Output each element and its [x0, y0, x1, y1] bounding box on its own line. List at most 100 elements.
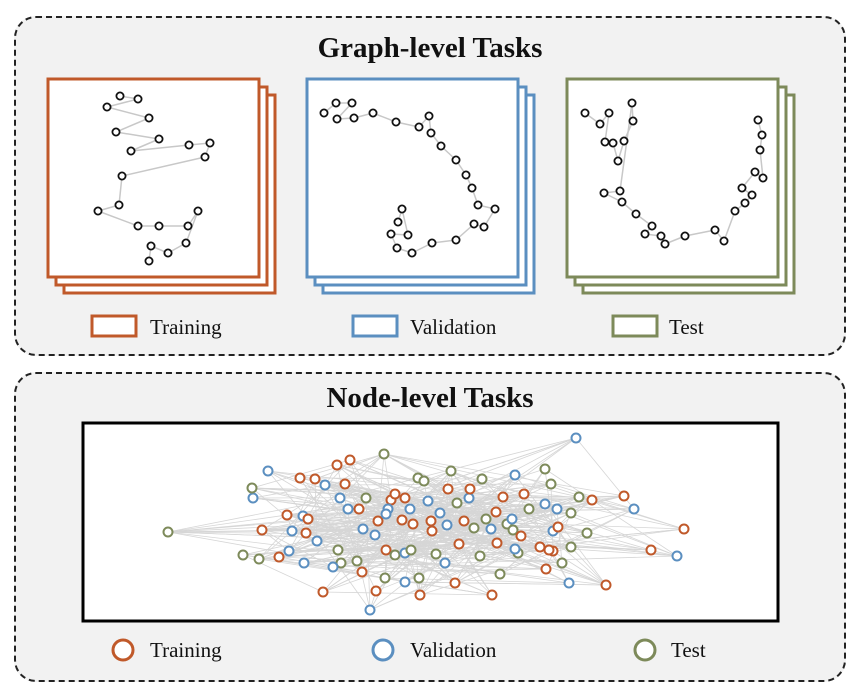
- node-training: [540, 563, 552, 575]
- node-test: [573, 491, 585, 503]
- graph-level-legend: Training Validation Test: [90, 314, 704, 339]
- node-graph-edge: [252, 484, 326, 499]
- node-training: [281, 509, 293, 521]
- node-validation: [485, 523, 497, 535]
- test-graph-node: [656, 231, 666, 241]
- node-graph-edge: [361, 527, 475, 573]
- validation-graph-node: [332, 114, 342, 124]
- node-training: [442, 483, 454, 495]
- validation-graph-node: [407, 248, 417, 258]
- node-test: [545, 478, 557, 490]
- training-graph-edge: [115, 117, 150, 133]
- node-graph-edge: [375, 520, 465, 592]
- test-graph-node: [619, 136, 629, 146]
- legend-circle-training: [111, 638, 135, 662]
- node-training: [515, 530, 527, 542]
- node-validation: [319, 479, 331, 491]
- validation-graph-node: [426, 128, 436, 138]
- node-graph-edge: [390, 437, 577, 501]
- training-graph-node: [154, 221, 164, 231]
- node-graph-edge: [383, 453, 449, 490]
- legend-swatch-training: [90, 314, 138, 338]
- node-graph-edge: [356, 560, 501, 575]
- node-graph-edge: [167, 513, 387, 533]
- validation-graph-node: [386, 229, 396, 239]
- test-graph-node: [750, 167, 760, 177]
- legend-label-test-node: Test: [671, 638, 706, 662]
- validation-graph-node: [392, 243, 402, 253]
- node-validation: [262, 465, 274, 477]
- node-graph-edge: [322, 488, 471, 593]
- test-graph-node: [747, 190, 757, 200]
- node-graph-edge: [286, 508, 635, 516]
- node-training: [302, 513, 314, 525]
- test-graph-node: [640, 229, 650, 239]
- test-graph-node: [647, 221, 657, 231]
- legend-swatch-validation: [351, 314, 399, 338]
- test-graph-node: [617, 197, 627, 207]
- node-validation: [509, 469, 521, 481]
- node-test: [405, 544, 417, 556]
- test-graph-node: [710, 225, 720, 235]
- node-test: [351, 555, 363, 567]
- node-training: [464, 483, 476, 495]
- node-training: [486, 589, 498, 601]
- training-graph-node: [115, 91, 125, 101]
- node-graph-edge: [361, 568, 547, 573]
- node-validation: [342, 503, 354, 515]
- node-level-legend: Training Validation Test: [111, 638, 706, 662]
- node-training: [356, 566, 368, 578]
- node-graph-edge: [332, 555, 678, 568]
- training-graph-node: [114, 200, 124, 210]
- node-validation: [422, 495, 434, 507]
- node-test: [507, 524, 519, 536]
- validation-graph-node: [469, 219, 479, 229]
- validation-graph-node: [368, 108, 378, 118]
- test-graph-node: [737, 183, 747, 193]
- node-test: [332, 544, 344, 556]
- node-graph-edge: [431, 488, 471, 532]
- node-validation: [551, 503, 563, 515]
- node-training: [425, 515, 437, 527]
- training-graph-node: [154, 134, 164, 144]
- validation-graph-node: [436, 141, 446, 151]
- validation-graph-node: [319, 108, 329, 118]
- validation-graph-stack: [305, 77, 536, 295]
- node-training: [294, 472, 306, 484]
- test-graph-node: [757, 130, 767, 140]
- validation-graph-node: [403, 230, 413, 240]
- node-test: [162, 526, 174, 538]
- training-graph-edge: [118, 175, 123, 206]
- node-training: [543, 544, 555, 556]
- node-graph-edge: [322, 493, 525, 593]
- node-test: [581, 527, 593, 539]
- node-validation: [506, 513, 518, 525]
- node-training: [317, 586, 329, 598]
- node-test: [418, 475, 430, 487]
- training-graph-node: [144, 256, 154, 266]
- legend-circle-test: [633, 638, 657, 662]
- node-test: [378, 448, 390, 460]
- node-training: [399, 492, 411, 504]
- node-training: [490, 506, 502, 518]
- training-graph-node: [184, 140, 194, 150]
- validation-graph-node: [414, 122, 424, 132]
- training-graph-node: [111, 127, 121, 137]
- test-graph-edge: [759, 149, 764, 179]
- node-training: [618, 490, 630, 502]
- training-graph-node: [144, 113, 154, 123]
- node-training: [552, 521, 564, 533]
- test-graph-node: [600, 137, 610, 147]
- node-training: [372, 515, 384, 527]
- node-graph-edge: [430, 488, 449, 522]
- validation-graph-frame-3: [305, 77, 520, 279]
- node-validation: [539, 498, 551, 510]
- legend-label-validation: Validation: [410, 315, 497, 339]
- training-graph-node: [193, 206, 203, 216]
- legend-label-test: Test: [669, 315, 704, 339]
- training-graph-node: [126, 146, 136, 156]
- node-training: [396, 514, 408, 526]
- training-graph-edge: [130, 144, 190, 152]
- node-validation: [298, 557, 310, 569]
- node-graph-edge: [404, 503, 546, 583]
